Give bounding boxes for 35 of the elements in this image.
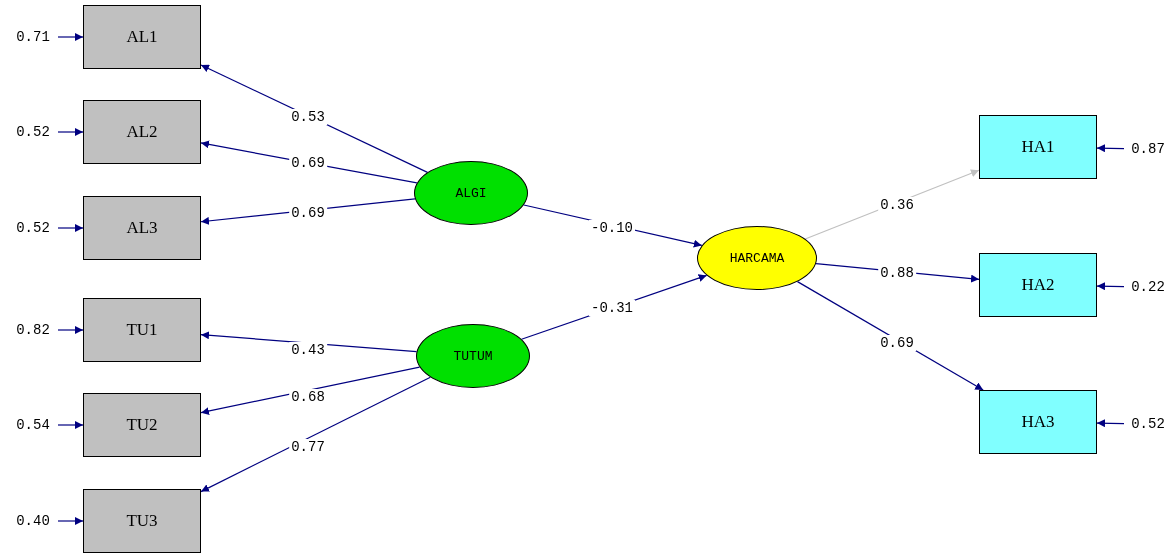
- arrow: [57, 224, 84, 232]
- error-variance-value: 0.40: [8, 512, 58, 530]
- arrow: [1096, 282, 1125, 291]
- edge-label: 0.53: [289, 109, 327, 125]
- indicator-box: TU3: [83, 489, 201, 553]
- error-variance-value: 0.52: [8, 123, 58, 141]
- error-variance-value: 0.82: [8, 321, 58, 339]
- error-variance-value: 0.52: [1124, 415, 1172, 433]
- arrow: [57, 421, 84, 429]
- latent-ellipse: TUTUM: [416, 324, 530, 388]
- error-variance-value: 0.52: [8, 219, 58, 237]
- indicator-box: AL3: [83, 196, 201, 260]
- arrow: [57, 517, 84, 525]
- indicator-box: TU2: [83, 393, 201, 457]
- error-variance-value: 0.71: [8, 28, 58, 46]
- indicator-box: AL1: [83, 5, 201, 69]
- indicator-box: HA1: [979, 115, 1097, 179]
- latent-ellipse: ALGI: [414, 161, 528, 225]
- error-variance-value: 0.22: [1124, 278, 1172, 296]
- indicator-box: HA3: [979, 390, 1097, 454]
- edge-label: -0.31: [589, 300, 635, 316]
- arrow: [1096, 144, 1125, 153]
- latent-ellipse: HARCAMA: [697, 226, 817, 290]
- arrow: [1096, 419, 1125, 428]
- arrow: [57, 33, 84, 41]
- error-variance-value: 0.54: [8, 416, 58, 434]
- indicator-box: HA2: [979, 253, 1097, 317]
- arrow: [57, 128, 84, 136]
- indicator-box: TU1: [83, 298, 201, 362]
- arrow: [57, 326, 84, 334]
- error-variance-value: 0.87: [1124, 140, 1172, 158]
- indicator-box: AL2: [83, 100, 201, 164]
- edge-label: 0.36: [878, 197, 916, 213]
- edge-label: 0.69: [878, 335, 916, 351]
- arrow: [200, 376, 431, 493]
